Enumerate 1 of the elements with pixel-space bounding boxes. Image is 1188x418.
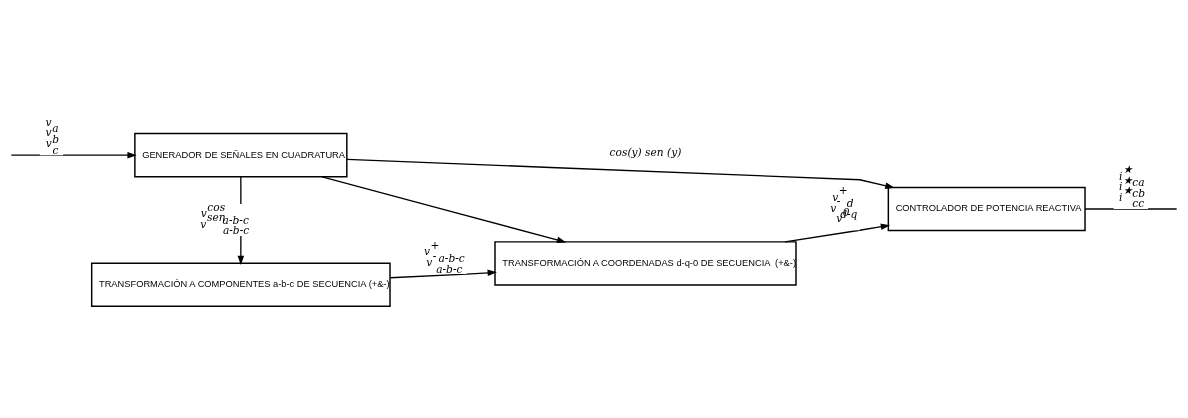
edge-label: cos(y) sen (y) <box>609 145 682 159</box>
